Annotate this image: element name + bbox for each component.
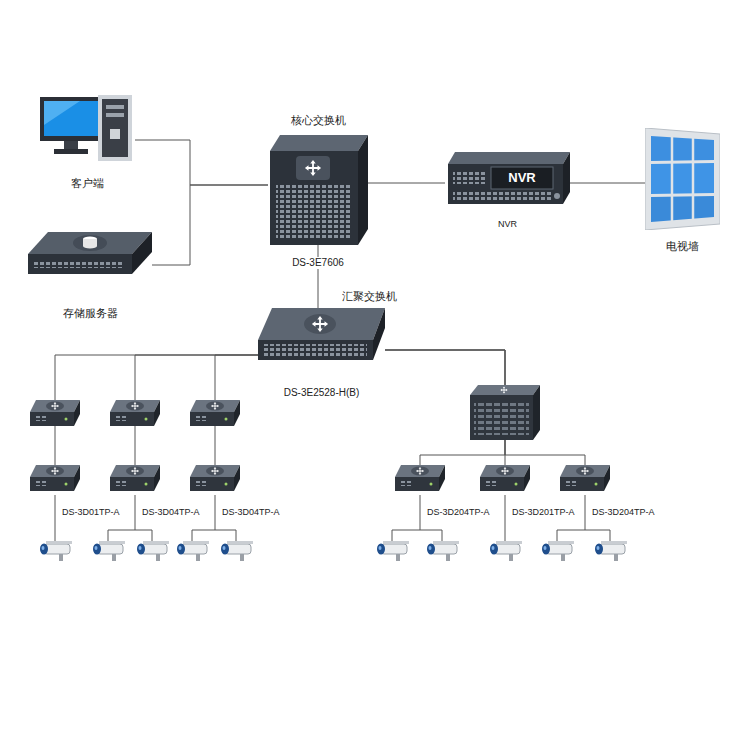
network-link (385, 350, 585, 465)
model-label: DS-3D204TP-A (590, 507, 657, 517)
chassis-icon (470, 385, 540, 440)
storage-node: 存储服务器 (28, 232, 152, 277)
agg-icon (258, 308, 385, 363)
aggregation-switch-node: 汇聚交换机DS-3E2528-H(B) (258, 308, 385, 363)
model-label: DS-3D01TP-A (60, 507, 122, 517)
pc-icon (40, 95, 135, 165)
network-link (152, 185, 268, 265)
server-icon (28, 232, 152, 277)
core-shape (270, 135, 368, 245)
conv-icon (110, 465, 160, 495)
nvr-node: NVRNVR (445, 152, 570, 207)
tv-icon (645, 128, 720, 230)
camera-icon (490, 541, 522, 561)
converter-node: DS-3D201TP-A (480, 465, 530, 495)
conv-shape (395, 465, 445, 491)
model-label: DS-3D201TP-A (510, 507, 577, 517)
conv-icon (30, 465, 80, 495)
camera-icon (221, 541, 253, 561)
core-switch-node: 核心交换机DS-3E7606 (268, 135, 368, 245)
tv-shape (645, 128, 720, 230)
camera-icon (595, 541, 627, 561)
converter-icon (110, 400, 160, 426)
model-label: DS-3E2528-H(B) (282, 387, 362, 399)
camera-icon (542, 541, 574, 561)
model-label: DS-3D204TP-A (425, 507, 492, 517)
camera-icon (177, 541, 209, 561)
model-label: DS-3D04TP-A (140, 507, 202, 517)
device-label: 存储服务器 (61, 307, 120, 320)
network-link (318, 245, 319, 308)
network-link (55, 355, 258, 465)
conv-icon (560, 465, 610, 495)
pc-shape (40, 95, 132, 161)
conv-shape (560, 465, 610, 491)
device-label: NVR (496, 219, 519, 229)
conv-icon (480, 465, 530, 495)
video-wall-node: 电视墙 (645, 128, 720, 230)
converter-icon (190, 400, 240, 426)
relay-converters (30, 385, 540, 440)
model-label: DS-3E7606 (290, 257, 346, 269)
server-shape (28, 232, 152, 274)
device-label: 核心交换机 (289, 114, 348, 127)
camera-icon (377, 541, 409, 561)
nvr-shape (448, 152, 570, 204)
camera-icon (427, 541, 459, 561)
conv-shape (110, 465, 160, 491)
network-link (570, 183, 645, 184)
conv-shape (480, 465, 530, 491)
network-link (135, 140, 268, 185)
converter-icon (30, 400, 80, 426)
nvr-icon (445, 152, 570, 207)
camera-icon (93, 541, 125, 561)
model-label: DS-3D04TP-A (220, 507, 282, 517)
device-face-label: NVR (506, 171, 537, 186)
core-icon (268, 135, 368, 245)
cameras (40, 541, 627, 561)
camera-icon (40, 541, 72, 561)
conv-icon (190, 465, 240, 495)
conv-shape (30, 465, 80, 491)
device-label: 汇聚交换机 (340, 290, 399, 303)
converter-node: DS-3D204TP-A (560, 465, 610, 495)
device-label: 电视墙 (664, 240, 701, 253)
converter-node: DS-3D04TP-A (110, 465, 160, 495)
conv-icon (395, 465, 445, 495)
camera-icon (137, 541, 169, 561)
client-node: 客户端 (40, 95, 135, 165)
converter-node: DS-3D04TP-A (190, 465, 240, 495)
converter-node: DS-3D01TP-A (30, 465, 80, 495)
agg-shape (258, 308, 385, 360)
converter-node: DS-3D204TP-A (395, 465, 445, 495)
device-label: 客户端 (69, 177, 106, 190)
conv-shape (190, 465, 240, 491)
camera-wire (55, 495, 610, 541)
network-link (368, 183, 445, 184)
